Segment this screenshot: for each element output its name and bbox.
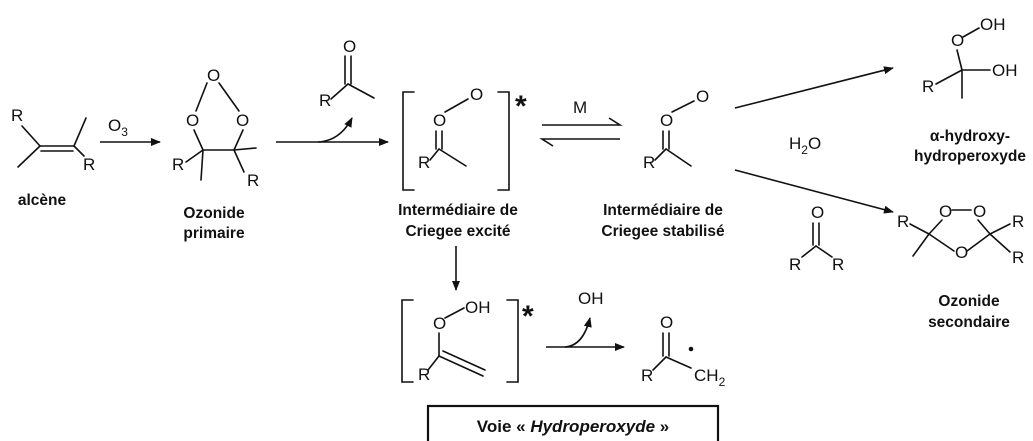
primary-ozonide-label-line2: primaire [183, 225, 245, 242]
po-o-right: O [236, 111, 249, 130]
vinyl-hydroperoxide-structure: * O OH R [401, 298, 534, 384]
ec-o-upper: O [470, 85, 483, 104]
so-o-right: O [973, 202, 986, 221]
so-o-left: O [939, 202, 952, 221]
rc-r: R [319, 91, 331, 110]
hh-oh: OH [992, 61, 1018, 80]
reverse-arrow [539, 138, 620, 147]
radical-product-structure: O R CH2 [641, 313, 726, 389]
ec-r: R [418, 153, 430, 172]
excited-criegee-label-line2: Criegee excité [405, 223, 510, 240]
rad-ch2: CH2 [694, 366, 726, 389]
ec-o-lower: O [433, 111, 446, 130]
hh-o: O [951, 31, 964, 50]
sc-o-lower: O [660, 111, 673, 130]
hydroxyl-product: OH [578, 289, 604, 308]
secondary-ozonide-structure: O O O R R R [897, 202, 1024, 267]
stabilized-criegee-structure: O O R [643, 87, 709, 172]
vh-oh: OH [465, 298, 491, 317]
sc-o-upper: O [696, 87, 709, 106]
carbonyl-addition-arrow [734, 169, 894, 214]
hydroxy-label-line1: α-hydroxy- [930, 128, 1010, 145]
collider-m: M [573, 98, 587, 117]
alkene-structure: R R [11, 106, 95, 174]
ketone-structure: O R R [789, 203, 844, 274]
ketone-r-left: R [789, 255, 801, 274]
pathway-label: Voie « Hydroperoxyde » [477, 417, 669, 436]
alkene-r-top: R [11, 106, 23, 125]
stabilized-criegee-label-line2: Criegee stabilisé [601, 223, 725, 240]
rad-o: O [660, 313, 673, 332]
excited-criegee-structure: * O O R [402, 85, 527, 191]
rad-r: R [641, 366, 653, 385]
hydroxy-label-line2: hydroperoxyde [914, 148, 1026, 165]
secondary-ozonide-label-line2: secondaire [928, 314, 1010, 331]
excited-star: * [515, 90, 527, 123]
hh-ooh: OH [980, 15, 1006, 34]
excited-criegee-label-line1: Intermédiaire de [398, 202, 518, 219]
water-reagent: H2O [789, 134, 821, 157]
sc-r: R [643, 153, 655, 172]
vh-r: R [418, 365, 430, 384]
water-arrow [734, 66, 894, 109]
po-o-left: O [186, 111, 199, 130]
po-r-right: R [247, 171, 259, 190]
rc-o: O [343, 37, 356, 56]
secondary-ozonide-label-line1: Ozonide [938, 293, 1000, 310]
primary-ozonide-structure: O O O R R [172, 66, 259, 190]
primary-ozonide-label-line1: Ozonide [183, 205, 245, 222]
po-r-left: R [172, 155, 184, 174]
stabilized-criegee-label-line1: Intermédiaire de [603, 202, 723, 219]
hydroxy-hydroperoxide-structure: O OH OH R [922, 15, 1018, 99]
so-o-bottom: O [955, 243, 968, 262]
so-r-right-bottom: R [1012, 248, 1024, 267]
so-r-left: R [897, 212, 909, 231]
oh-release-curve [564, 317, 592, 348]
pathway-box [426, 404, 720, 441]
stabilization-arrow [542, 117, 623, 126]
po-o-top: O [207, 66, 220, 85]
vh-o: O [433, 314, 446, 333]
vinyl-star: * [522, 300, 534, 333]
alkene-r-bottom: R [83, 155, 95, 174]
carbonyl-release-arrow [317, 117, 353, 143]
ketone-r-right: R [832, 255, 844, 274]
alkene-label: alcène [18, 192, 67, 209]
ozone-reagent: O3 [108, 116, 128, 139]
hh-r: R [922, 77, 934, 96]
ketone-o: O [811, 203, 824, 222]
radical-dot [688, 346, 694, 352]
released-carbonyl-structure: O R [319, 37, 375, 110]
so-r-right-top: R [1012, 212, 1024, 231]
